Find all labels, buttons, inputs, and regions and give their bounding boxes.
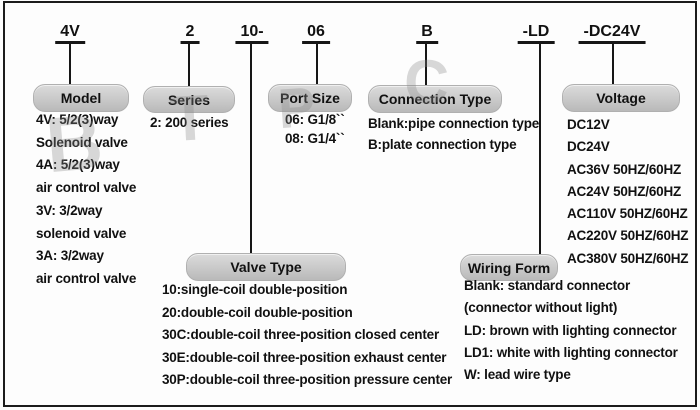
code-connection-value: B [416, 24, 438, 44]
voltage-box-label: Voltage [596, 90, 646, 106]
code-wiring-value: -LD [517, 24, 555, 44]
voltage-items: DC12V DC24V AC36V 50HZ/60HZ AC24V 50HZ/6… [567, 114, 689, 270]
voltage-item: AC220V 50HZ/60HZ [567, 228, 689, 244]
port-size-item: 06: G1/8`` [285, 112, 345, 127]
voltage-box: Voltage [562, 84, 680, 112]
model-item: 3V: 3/2way [36, 202, 103, 218]
series-box-label: Series [167, 91, 211, 108]
wiring-form-item: (connector without light) [464, 300, 618, 316]
wiring-form-item: LD: brown with lighting connector [464, 322, 677, 338]
model-item: 4V: 5/2(3)way [36, 112, 119, 127]
series-item: 2: 200 series [150, 115, 229, 130]
wiring-form-box-label: Wiring Form [467, 259, 551, 276]
valve-type-item: 30E:double-coil three-position exhaust c… [162, 349, 447, 365]
model-items: 4V: 5/2(3)way Solenoid valve 4A: 5/2(3)w… [36, 109, 136, 291]
connection-type-box-label: Connection Type [378, 91, 492, 107]
code-model-value: 4V [55, 24, 85, 44]
voltage-item: DC12V [567, 117, 610, 132]
connection-type-item: Blank:pipe connection type [368, 116, 540, 131]
model-item: 4A: 5/2(3)way [36, 157, 120, 173]
wiring-form-item: LD1: white with lighting connector [464, 344, 678, 360]
model-item: air control valve [36, 270, 137, 286]
valve-type-items: 10:single-coil double-position 20:double… [162, 279, 452, 392]
valve-type-box: Valve Type [186, 253, 346, 281]
connector-line-voltage [612, 44, 614, 84]
port-size-box: Port Size [268, 84, 352, 112]
wiring-form-items: Blank: standard connector (connector wit… [464, 275, 678, 386]
connector-line-port-size [316, 43, 318, 84]
voltage-item: AC380V 50HZ/60HZ [567, 250, 689, 266]
voltage-item: AC110V 50HZ/60HZ [567, 206, 688, 222]
model-item: air control valve [36, 180, 137, 196]
valve-type-item: 10:single-coil double-position [162, 282, 348, 297]
valve-type-box-label: Valve Type [230, 259, 302, 275]
connector-line-series [188, 43, 190, 86]
connector-line-connection [425, 44, 427, 85]
wiring-form-item: W: lead wire type [464, 367, 571, 383]
connection-type-box: Connection Type [368, 85, 502, 113]
valve-type-item: 20:double-coil double-position [162, 304, 353, 320]
wiring-form-item: Blank: standard connector [464, 278, 631, 293]
model-item: solenoid valve [36, 225, 127, 241]
code-port-size-value: 06 [302, 24, 330, 44]
voltage-item: DC24V [567, 139, 610, 155]
voltage-item: AC24V 50HZ/60HZ [567, 183, 682, 199]
port-size-item: 08: G1/4`` [285, 131, 345, 146]
wiring-form-box: Wiring Form [460, 254, 558, 281]
code-valve-type-value: 10- [235, 24, 269, 44]
model-item: Solenoid valve [36, 134, 128, 150]
valve-type-item: 30C:double-coil three-position closed ce… [162, 327, 439, 342]
connection-type-item: B:plate connection type [368, 137, 517, 152]
code-series-value: 2 [180, 24, 200, 44]
connection-type-items: Blank:pipe connection type B:plate conne… [368, 113, 539, 155]
model-item: 3A: 3/2way [36, 248, 104, 264]
series-box: Series [143, 86, 235, 113]
connector-line-wiring [539, 44, 541, 254]
port-size-box-label: Port Size [280, 90, 340, 106]
voltage-item: AC36V 50HZ/60HZ [567, 161, 682, 177]
model-box: Model [33, 84, 129, 112]
connector-line-model [69, 43, 71, 84]
port-size-items: 06: G1/8`` 08: G1/4`` [285, 110, 345, 148]
valve-type-item: 30P:double-coil three-position pressure … [162, 372, 453, 387]
model-box-label: Model [60, 90, 102, 106]
series-items: 2: 200 series [150, 112, 229, 134]
connector-line-valve-type [250, 43, 252, 253]
code-voltage-value: -DC24V [578, 24, 646, 44]
